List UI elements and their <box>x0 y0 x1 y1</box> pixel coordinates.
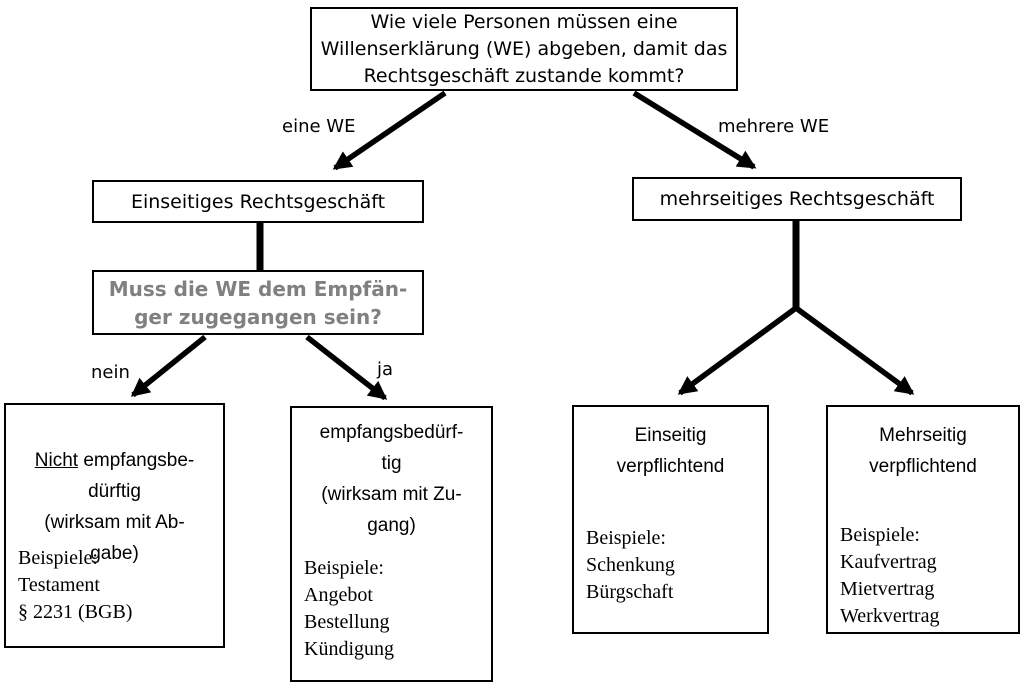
answer-label-nein: nein <box>91 362 130 383</box>
arrow-eine-we <box>332 90 447 171</box>
leaf-title-underlined-word: Nicht <box>34 450 79 471</box>
leaf-title: Einseitig verpflichtend <box>616 425 725 477</box>
receipt-question-box: Muss die WE dem Empfän- ger zugegangen s… <box>92 270 424 335</box>
arrow-mehrseitig-verpflichtend <box>794 305 915 396</box>
branch-label-mehrere-we: mehrere WE <box>718 116 830 137</box>
leaf-examples: Beispiele: Angebot Bestellung Kündigung <box>304 557 394 660</box>
arrow-mehrere-we <box>632 90 757 170</box>
leaf-unilaterally-binding: Einseitig verpflichtend Beispiele: Schen… <box>572 405 769 634</box>
multilateral-transaction-box: mehrseitiges Rechtsgeschäft <box>632 177 962 221</box>
root-question-box: Wie viele Personen müssen eine Willenser… <box>310 7 738 91</box>
leaf-title: Nicht empfangsbe- dürftig (wirksam mit A… <box>6 405 223 569</box>
leaf-examples: Beispiele: Kaufvertrag Mietvertrag Werkv… <box>840 524 940 627</box>
receipt-question-text: Muss die WE dem Empfän- ger zugegangen s… <box>108 276 408 329</box>
leaf-title-rest: empfangsbe- dürftig (wirksam mit Ab- gab… <box>44 450 195 564</box>
leaf-not-receipt-required: Nicht empfangsbe- dürftig (wirksam mit A… <box>4 403 225 648</box>
leaf-title: empfangsbedürf- tig (wirksam mit Zu- gan… <box>319 422 464 536</box>
arrow-einseitig-verpflichtend <box>677 305 798 396</box>
branch-label-eine-we: eine WE <box>282 116 356 137</box>
arrow-ja <box>305 334 388 401</box>
root-question-text: Wie viele Personen müssen eine Willenser… <box>320 10 728 87</box>
leaf-examples: Beispiele: Schenkung Bürgschaft <box>586 527 675 603</box>
unilateral-transaction-label: Einseitiges Rechtsgeschäft <box>130 190 386 213</box>
leaf-receipt-required: empfangsbedürf- tig (wirksam mit Zu- gan… <box>290 406 493 682</box>
leaf-examples: Beispiele: Testament § 2231 (BGB) <box>18 547 133 623</box>
leaf-multilaterally-binding: Mehrseitig verpflichtend Beispiele: Kauf… <box>826 405 1020 634</box>
answer-label-ja: ja <box>377 359 394 380</box>
arrow-nein <box>130 334 207 398</box>
leaf-title: Mehrseitig verpflichtend <box>869 425 977 477</box>
multilateral-transaction-label: mehrseitiges Rechtsgeschäft <box>659 188 935 210</box>
unilateral-transaction-box: Einseitiges Rechtsgeschäft <box>92 180 424 223</box>
